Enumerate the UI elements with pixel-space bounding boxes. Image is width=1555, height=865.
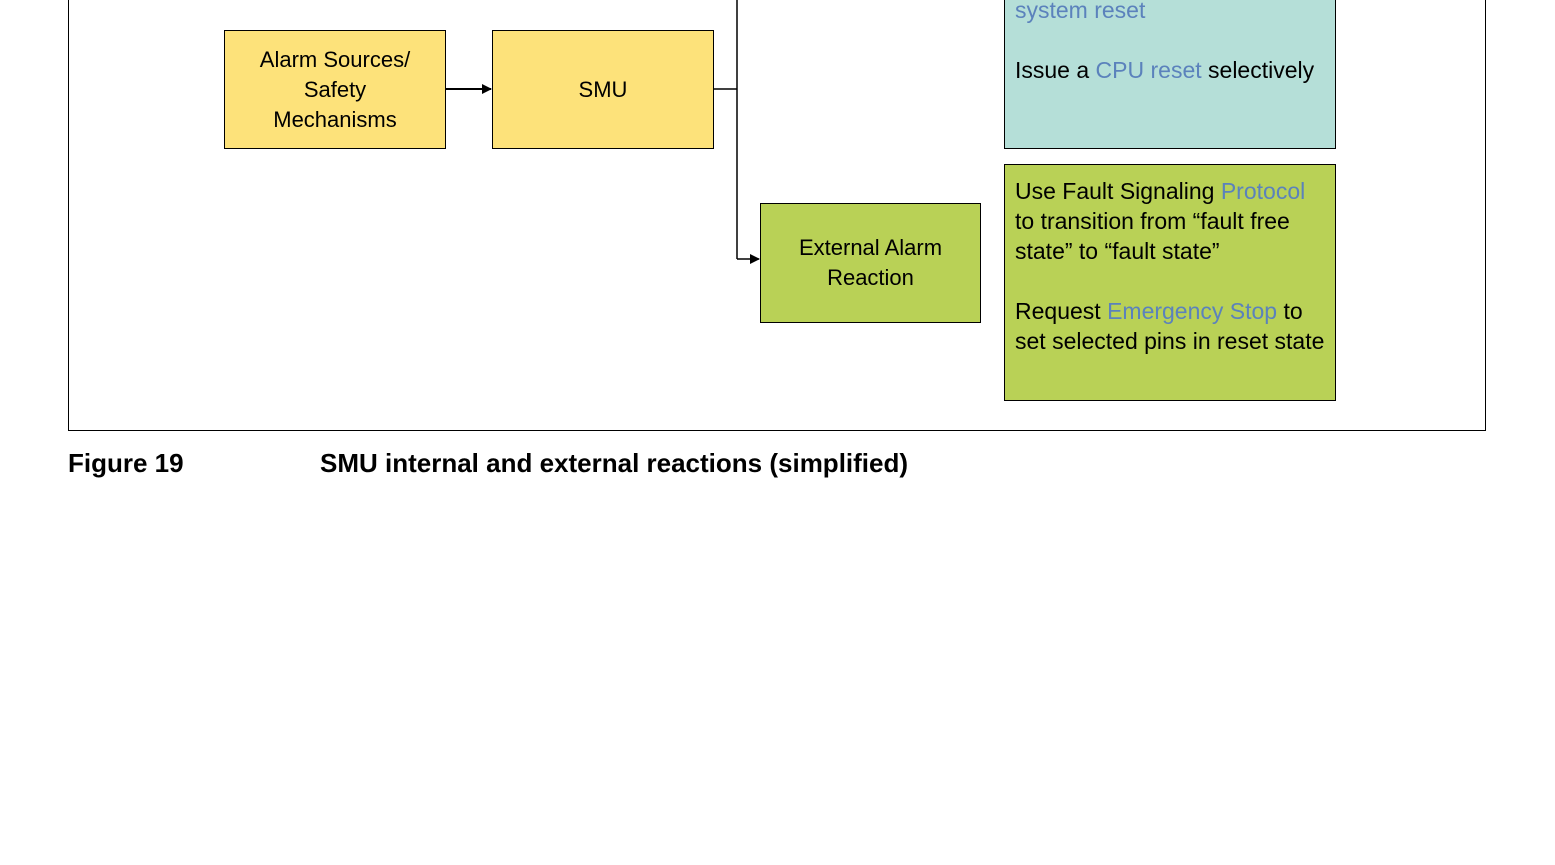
internal-reactions-box: system reset Issue a CPU reset selective… (1004, 0, 1336, 149)
internal-reaction-2: Issue a CPU reset selectively (1015, 57, 1315, 83)
figure-title: SMU internal and external reactions (sim… (320, 448, 909, 478)
external-alarm-reaction-box: External Alarm Reaction (760, 203, 981, 323)
diagram-frame (68, 0, 1486, 431)
smu-box: SMU (492, 30, 714, 149)
alarm-sources-label: Alarm Sources/ Safety Mechanisms (259, 46, 411, 132)
external-reaction-2: Request Emergency Stop to set selected p… (1015, 298, 1325, 354)
internal-reaction-1: system reset (1015, 0, 1325, 25)
alarm-sources-box: Alarm Sources/ Safety Mechanisms (224, 30, 446, 149)
figure-label: Figure 19 (68, 448, 184, 478)
smu-label: SMU (578, 76, 628, 102)
protocol-link[interactable]: Protocol (1220, 178, 1306, 204)
external-reaction-1: Use Fault Signaling Protocol to transiti… (1015, 178, 1306, 264)
external-alarm-label: External Alarm Reaction (798, 235, 943, 290)
external-reactions-box: Use Fault Signaling Protocol to transiti… (1004, 164, 1336, 401)
system-reset-link[interactable]: system reset (1015, 0, 1146, 23)
cpu-reset-link[interactable]: CPU reset (1095, 57, 1202, 83)
emergency-stop-link[interactable]: Emergency Stop (1107, 298, 1278, 324)
